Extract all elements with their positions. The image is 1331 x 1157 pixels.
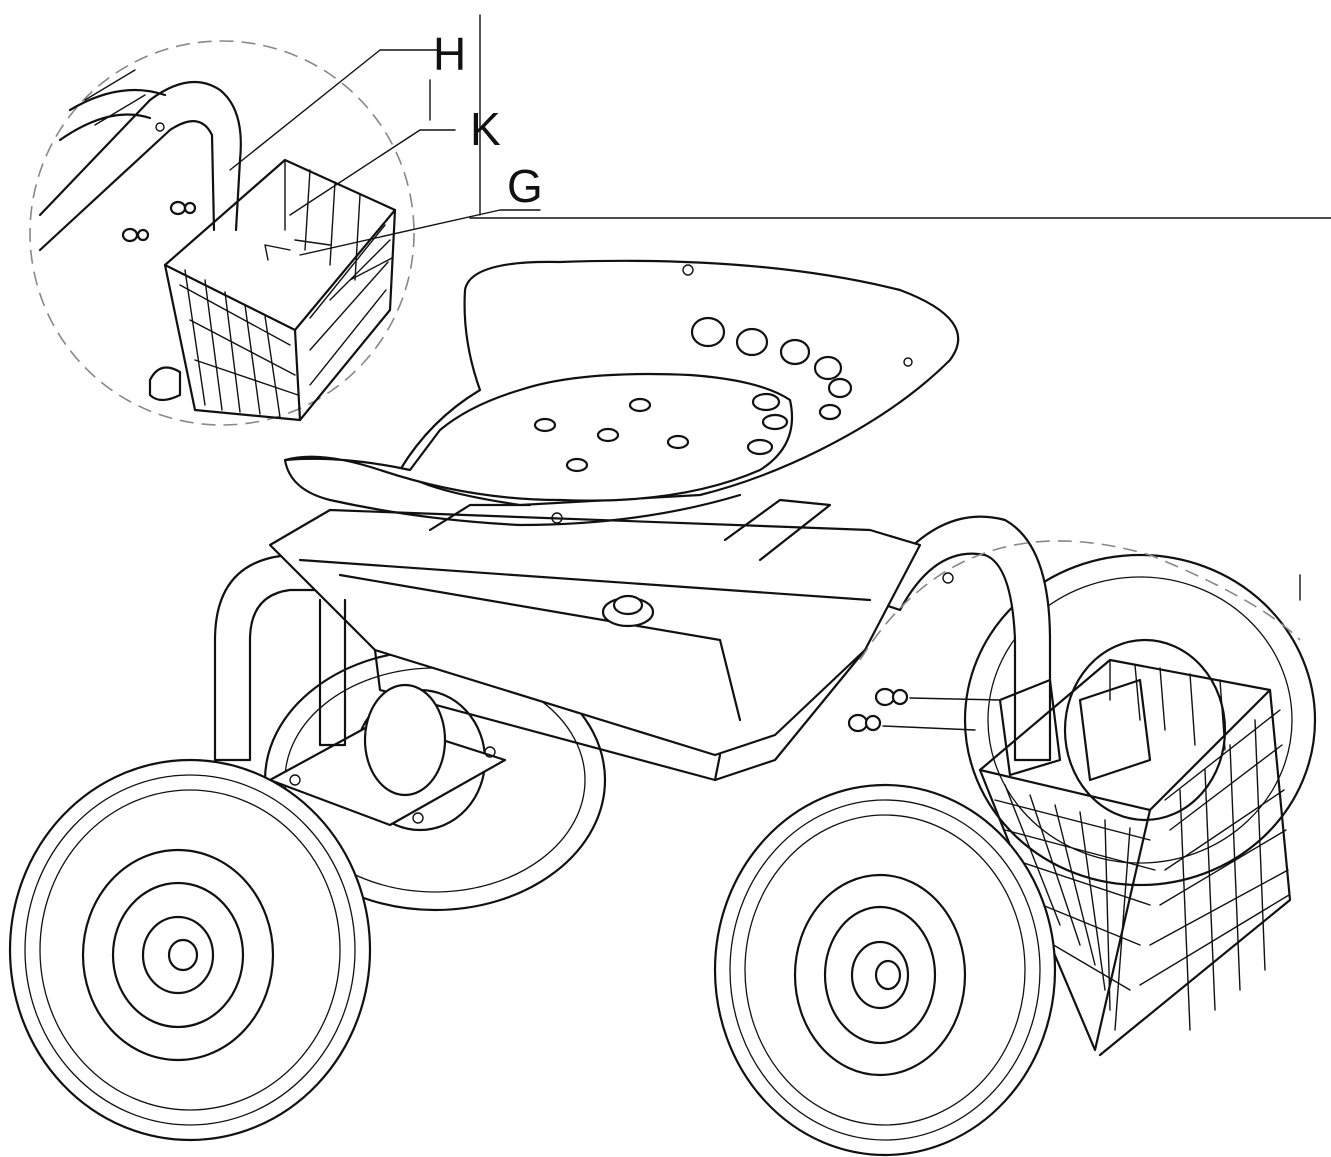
- wire-basket-icon: [163, 158, 397, 422]
- swivel-bolt-icon: [601, 594, 655, 628]
- callout-label-g: G: [507, 160, 543, 212]
- callout-leaders: [229, 14, 1331, 256]
- frame-right-tube: [868, 515, 1052, 762]
- callout-label-k: K: [470, 103, 501, 155]
- front-left-wheel-icon: [8, 758, 372, 1142]
- tractor-seat-icon: [283, 259, 960, 527]
- detail-inset: [29, 40, 415, 426]
- bolt-nut-icon: [847, 572, 954, 733]
- rolling-garden-seat-cart-icon: [8, 259, 1317, 1157]
- detail-circle: [29, 40, 415, 426]
- bolt-nut-icon: [121, 122, 197, 243]
- callout-label-h: H: [433, 28, 466, 80]
- front-right-wheel-icon: [713, 783, 1057, 1157]
